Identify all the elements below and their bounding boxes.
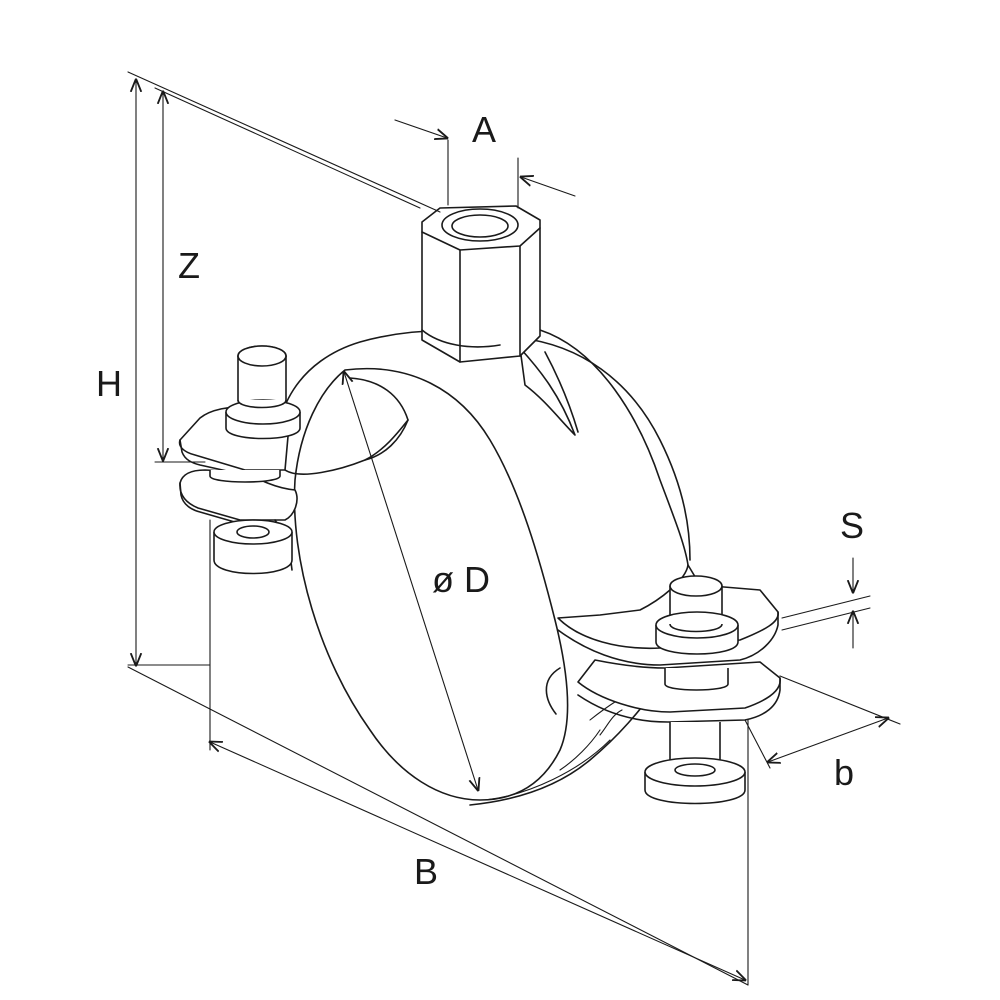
label-D: ø D <box>432 559 490 600</box>
label-S: S <box>840 505 864 546</box>
hex-nut <box>421 205 541 363</box>
right-lower-flange <box>545 659 781 723</box>
label-H: H <box>96 363 122 404</box>
label-Z: Z <box>178 245 200 286</box>
label-b: b <box>834 752 854 793</box>
label-B: B <box>414 851 438 892</box>
dimension-lines <box>127 71 901 986</box>
label-A: A <box>472 109 496 150</box>
left-bolt <box>209 345 301 575</box>
